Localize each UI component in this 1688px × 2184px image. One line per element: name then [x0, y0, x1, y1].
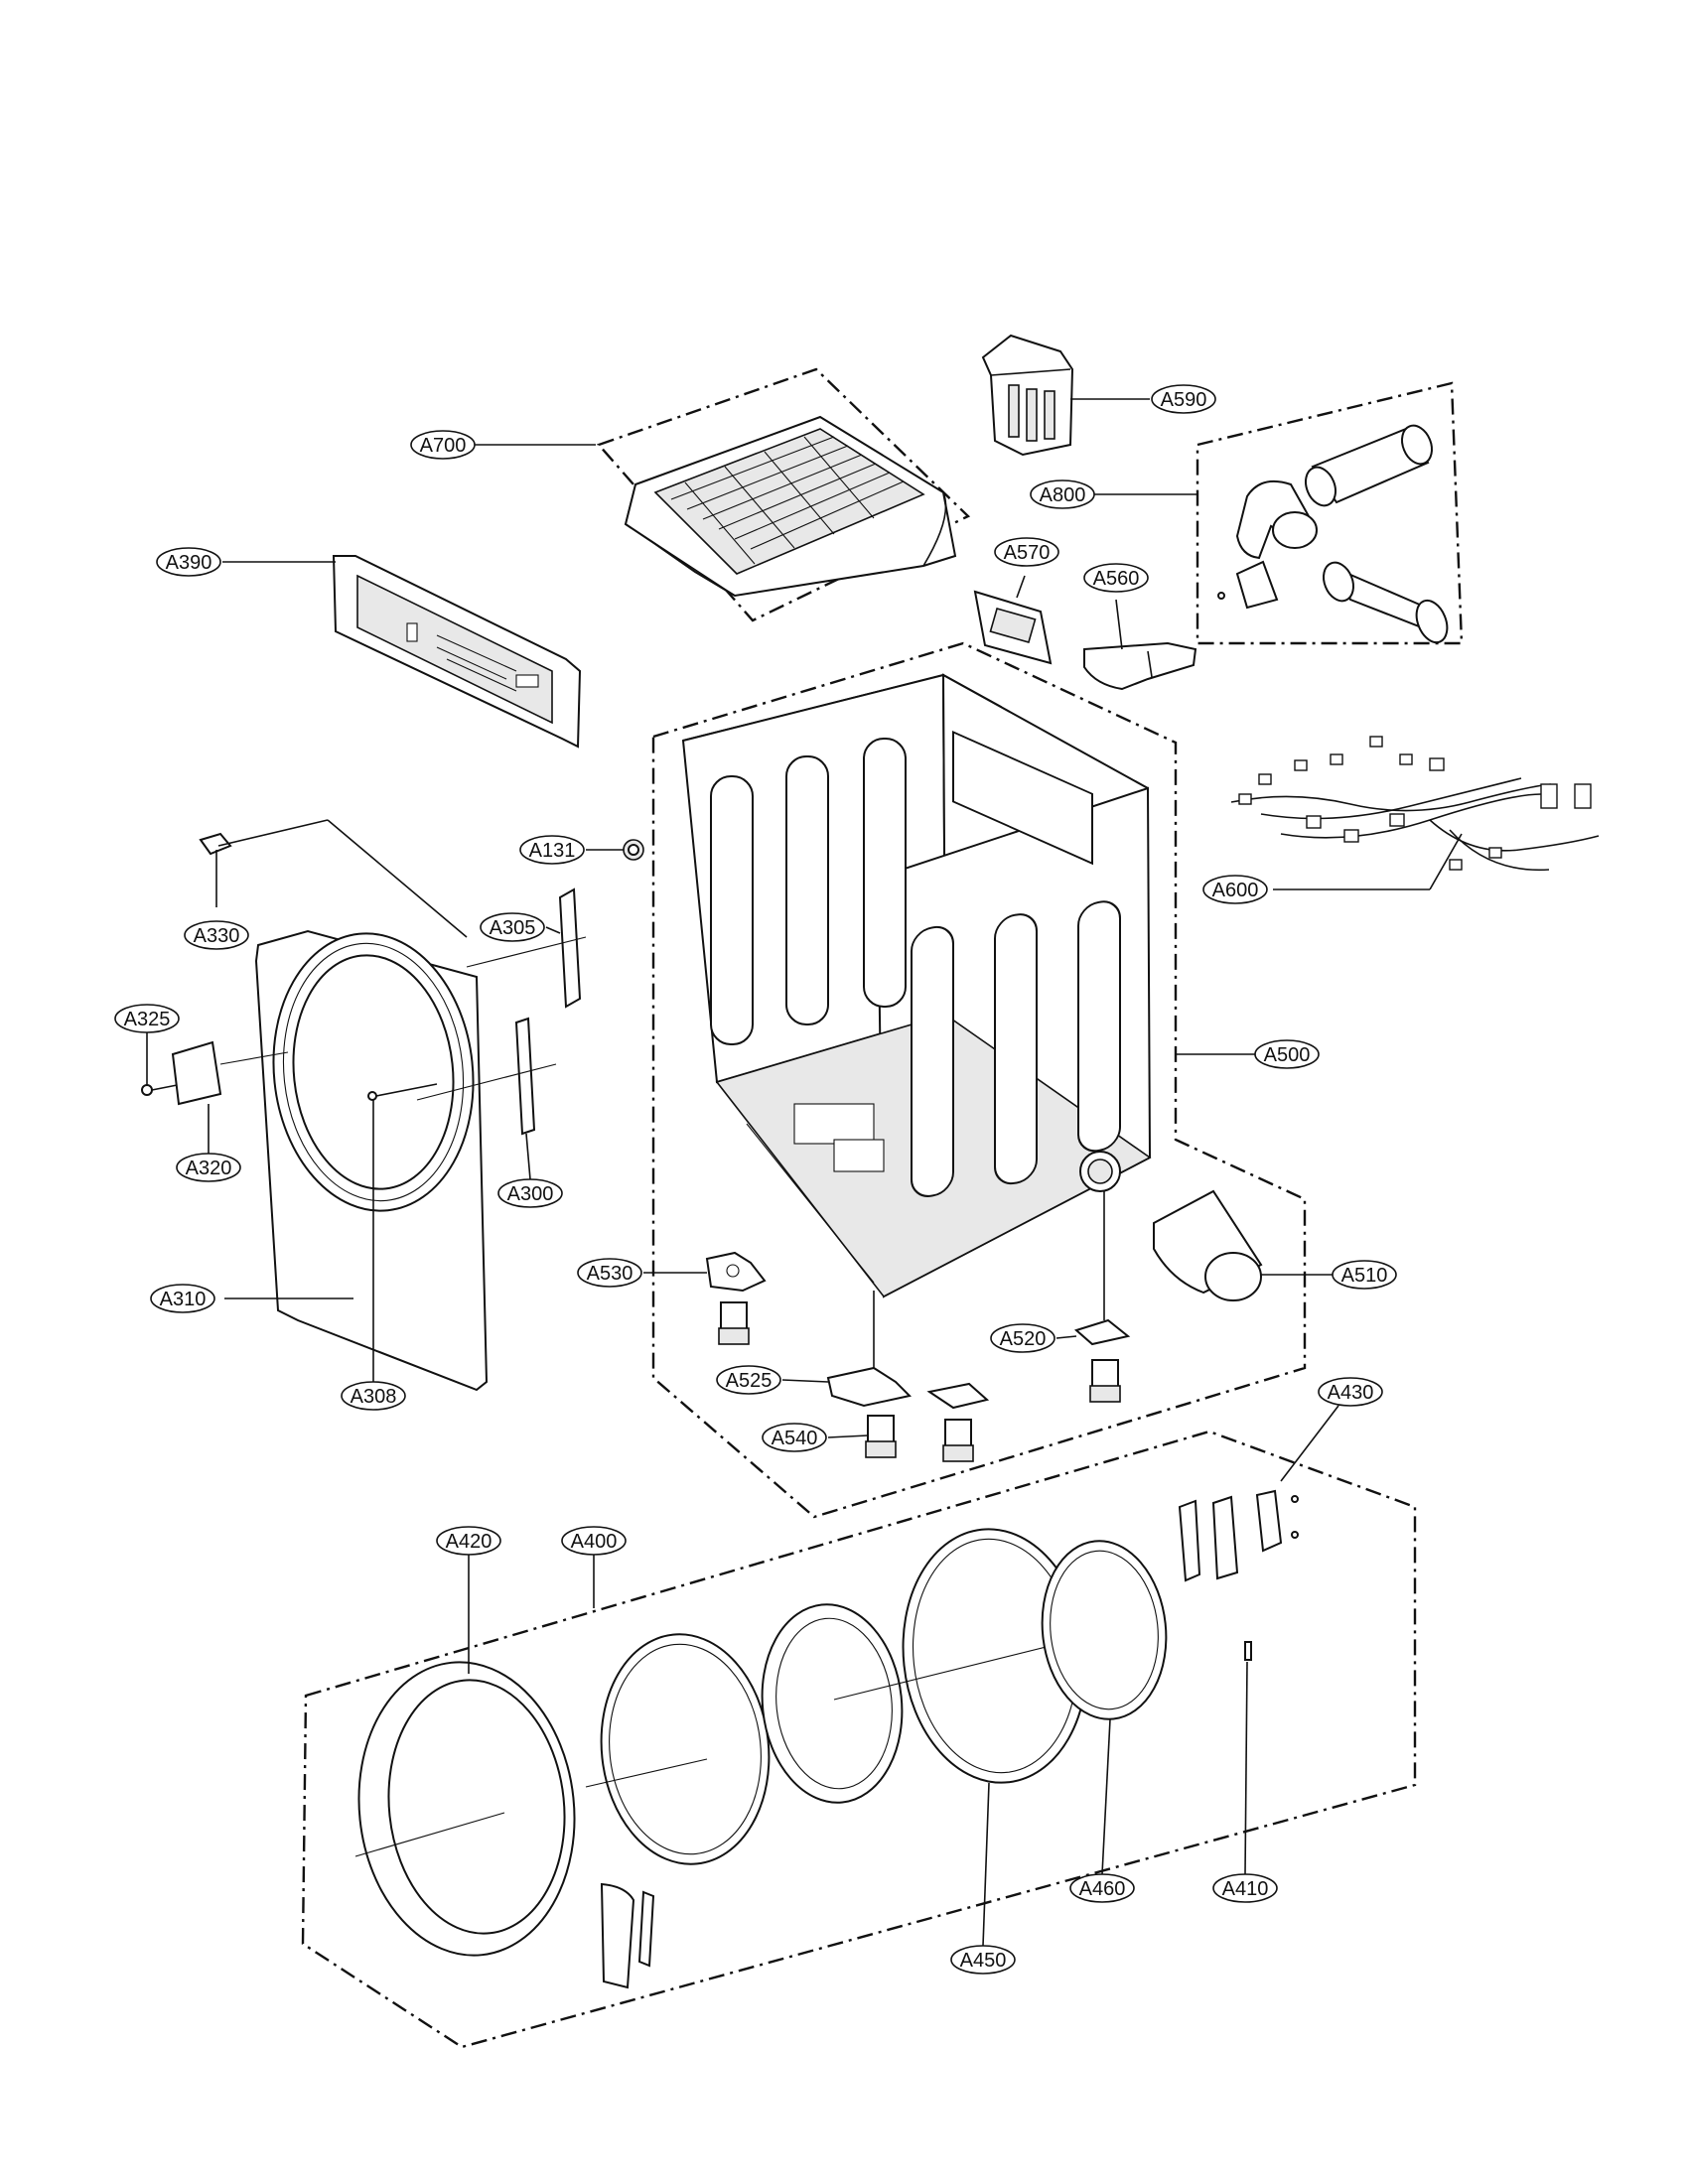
label-a305: A305 — [480, 912, 545, 942]
label-a310: A310 — [150, 1284, 215, 1313]
label-a520: A520 — [990, 1323, 1055, 1353]
label-a510-text: A510 — [1341, 1265, 1388, 1287]
label-a330-text: A330 — [194, 925, 240, 947]
label-a320: A320 — [176, 1153, 241, 1182]
a530-bracket — [705, 1251, 767, 1293]
a510-duct — [1153, 1189, 1263, 1301]
a520-bracket — [1073, 1191, 1131, 1403]
a131-fastener — [623, 839, 644, 861]
label-a700: A700 — [410, 430, 476, 460]
a305-bracket — [466, 887, 587, 1009]
label-a500: A500 — [1254, 1039, 1320, 1069]
label-a390-text: A390 — [166, 552, 212, 574]
label-a525-text: A525 — [726, 1370, 773, 1392]
label-a525: A525 — [716, 1365, 781, 1395]
a700-shelf — [624, 415, 957, 598]
label-a308-text: A308 — [351, 1386, 397, 1408]
a400-door-glass — [761, 1603, 904, 1804]
label-a800: A800 — [1030, 479, 1095, 509]
label-a450-text: A450 — [960, 1950, 1007, 1972]
label-a600: A600 — [1202, 875, 1268, 904]
label-a450: A450 — [950, 1945, 1016, 1975]
a300-bracket — [416, 1017, 557, 1136]
a600-wire-harness — [1230, 736, 1600, 872]
a530-foot — [718, 1301, 750, 1345]
label-a520-text: A520 — [1000, 1328, 1047, 1350]
a310-front-panel — [254, 929, 489, 1392]
label-a390: A390 — [156, 547, 221, 577]
a570-plate — [973, 590, 1053, 665]
label-a570-text: A570 — [1004, 542, 1051, 564]
a560-duct — [1083, 641, 1197, 691]
label-a430-text: A430 — [1328, 1382, 1374, 1404]
label-a330: A330 — [184, 920, 249, 950]
label-a320-text: A320 — [186, 1158, 232, 1179]
label-a530: A530 — [577, 1258, 642, 1288]
label-a590: A590 — [1151, 384, 1216, 414]
a590-bracket — [981, 334, 1074, 457]
label-a460-text: A460 — [1079, 1878, 1126, 1900]
label-a600-text: A600 — [1212, 880, 1259, 901]
a390-panel — [332, 555, 582, 749]
label-a131-text: A131 — [529, 840, 576, 862]
label-a305-text: A305 — [490, 917, 536, 939]
a525-second-bracket — [926, 1382, 990, 1462]
label-a400: A400 — [561, 1526, 627, 1556]
label-a560-text: A560 — [1093, 568, 1140, 590]
a500-cabinet — [681, 673, 1152, 1298]
label-a590-text: A590 — [1161, 389, 1207, 411]
label-a325: A325 — [114, 1004, 180, 1033]
label-a530-text: A530 — [587, 1263, 633, 1285]
label-a460: A460 — [1069, 1873, 1135, 1903]
label-a560: A560 — [1083, 563, 1149, 593]
label-a410: A410 — [1212, 1873, 1278, 1903]
a460-gasket — [1041, 1540, 1168, 1720]
a450-door-frame — [833, 1528, 1123, 1784]
a400-handle — [600, 1882, 655, 1989]
label-a131: A131 — [519, 835, 585, 865]
boundary-a400 — [301, 1430, 1417, 2049]
label-a540: A540 — [762, 1423, 827, 1452]
label-a570: A570 — [994, 537, 1059, 567]
boundary-a500 — [651, 641, 1307, 1519]
a410-pin — [1244, 1641, 1252, 1661]
boundary-a700 — [596, 367, 971, 622]
a320-latch — [171, 1040, 289, 1106]
label-a325-text: A325 — [124, 1009, 171, 1030]
label-a500-text: A500 — [1264, 1044, 1311, 1066]
leader-lines — [146, 398, 1463, 1947]
label-a308: A308 — [341, 1381, 406, 1411]
label-a510: A510 — [1332, 1260, 1397, 1290]
a420-door-ring — [354, 1661, 576, 1957]
a430-hinge-parts — [1178, 1489, 1299, 1582]
a400-door-ring-2 — [585, 1633, 771, 1865]
label-a700-text: A700 — [420, 435, 467, 457]
a800-duct-parts — [1217, 424, 1449, 644]
label-a430: A430 — [1318, 1377, 1383, 1407]
label-a300: A300 — [497, 1178, 563, 1208]
a525-bracket — [826, 1291, 913, 1408]
label-a310-text: A310 — [160, 1289, 207, 1310]
a330-switch — [199, 819, 468, 938]
label-a540-text: A540 — [772, 1428, 818, 1449]
label-a300-text: A300 — [507, 1183, 554, 1205]
label-a800-text: A800 — [1040, 484, 1086, 506]
label-a400-text: A400 — [571, 1531, 618, 1553]
a540-foot — [865, 1415, 897, 1458]
label-a410-text: A410 — [1222, 1878, 1269, 1900]
a308-screw — [367, 1083, 438, 1101]
label-a420: A420 — [436, 1526, 501, 1556]
label-a420-text: A420 — [446, 1531, 492, 1553]
